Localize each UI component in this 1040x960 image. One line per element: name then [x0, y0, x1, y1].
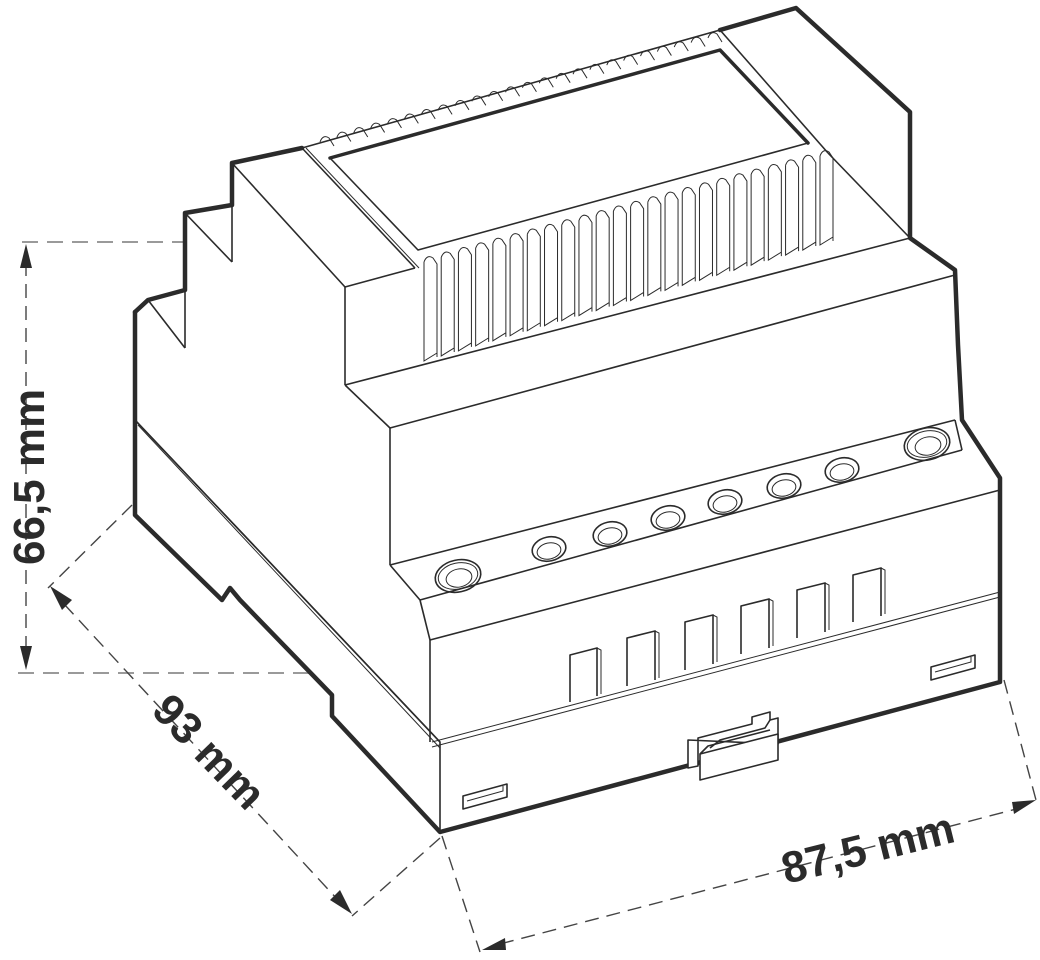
- cooling-fin: [630, 200, 645, 302]
- small-terminal-screw: [531, 535, 567, 563]
- cooling-fin: [647, 196, 662, 297]
- arrow-upleft-icon: [50, 586, 72, 610]
- cooling-fin: [457, 246, 472, 352]
- fin-tab: [690, 36, 706, 47]
- cooling-fin: [802, 154, 817, 251]
- fin-tab: [623, 54, 639, 65]
- label-slot-left: [462, 783, 508, 810]
- cooling-fin: [526, 228, 541, 332]
- cooling-fin: [612, 205, 627, 307]
- dimension-lines: [18, 241, 1037, 953]
- fin-tab: [488, 90, 504, 102]
- cooling-fin: [509, 233, 524, 337]
- small-terminal-screw: [824, 456, 860, 484]
- fin-tab: [403, 113, 419, 124]
- arrow-downright-icon: [330, 890, 352, 914]
- large-terminal-screw: [903, 426, 951, 462]
- fin-tab: [454, 100, 470, 111]
- fin-tab: [640, 50, 655, 61]
- fin-tab: [572, 68, 588, 79]
- small-terminal-screw: [650, 504, 686, 532]
- cooling-fin: [716, 177, 731, 277]
- din-rail-clip: [687, 711, 779, 781]
- cooling-fin: [475, 242, 490, 347]
- fin-tab: [471, 95, 487, 106]
- fin-tab: [420, 109, 436, 120]
- small-terminal-screw: [592, 520, 628, 548]
- top-fins-back: [319, 32, 723, 147]
- height-dimension-label: 66,5 mm: [5, 389, 54, 565]
- cooling-fin: [578, 214, 593, 317]
- fin-tab: [521, 81, 537, 93]
- top-cover: [301, 29, 911, 269]
- large-terminal-screw: [434, 558, 482, 594]
- arrow-right-icon: [1012, 800, 1036, 814]
- cooling-fin: [767, 164, 782, 262]
- fin-tab: [606, 59, 622, 70]
- fin-tab: [353, 127, 369, 138]
- arrow-down-icon: [20, 646, 32, 670]
- arrow-up-icon: [20, 244, 32, 268]
- cooling-fin: [681, 187, 696, 287]
- cooling-fin: [698, 182, 713, 282]
- fin-tab: [707, 32, 723, 43]
- cooling-fin: [440, 251, 455, 357]
- cooling-fin: [544, 223, 559, 327]
- cooling-fin: [819, 150, 834, 246]
- cooling-fin: [733, 173, 748, 272]
- fin-tab: [656, 45, 672, 56]
- cooling-fin: [664, 191, 679, 292]
- width-dimension-label: 87,5 mm: [777, 804, 960, 894]
- fin-tab: [370, 122, 386, 133]
- terminal-screws: [434, 426, 951, 594]
- fin-tab: [387, 118, 402, 129]
- fin-tab: [673, 41, 689, 52]
- cooling-fins: [423, 150, 834, 362]
- cooling-fin: [595, 210, 610, 312]
- fin-tab: [319, 136, 335, 147]
- fin-tab: [505, 86, 520, 97]
- fin-tab: [555, 72, 571, 83]
- small-terminal-screw: [707, 488, 743, 516]
- label-slot-right: [930, 654, 976, 681]
- cooling-fin: [492, 237, 507, 342]
- fin-tab: [336, 131, 352, 142]
- housing: [132, 5, 1003, 835]
- fin-tab: [437, 104, 453, 115]
- cooling-fin: [750, 168, 765, 267]
- fin-tab: [538, 77, 554, 88]
- small-terminal-screw: [766, 472, 802, 500]
- front-vent-slots: [569, 567, 886, 702]
- cooling-fin: [423, 256, 438, 362]
- arrow-left-icon: [482, 938, 506, 950]
- depth-dimension-label: 93 mm: [143, 685, 275, 819]
- cooling-fin: [785, 159, 800, 256]
- cooling-fin: [561, 219, 576, 322]
- fin-tab: [589, 63, 605, 74]
